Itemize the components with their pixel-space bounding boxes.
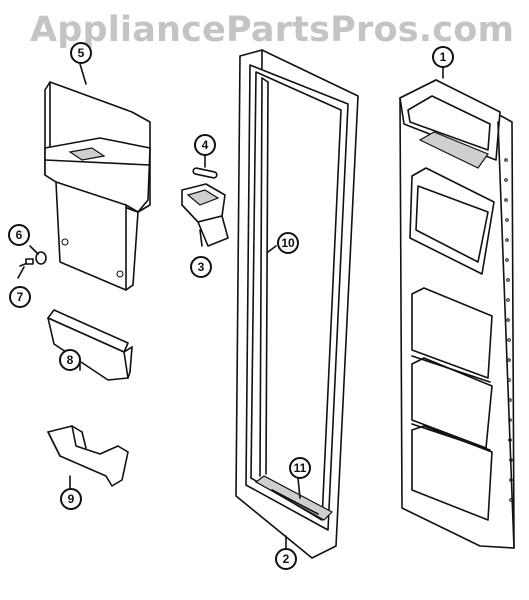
callout-11[interactable]: 11 [289, 457, 311, 479]
watermark: AppliancePartsPros.com [30, 10, 515, 50]
dispenser-cover-part [44, 63, 151, 291]
screw-part [17, 245, 47, 279]
callout-8[interactable]: 8 [59, 349, 81, 371]
callout-9[interactable]: 9 [60, 488, 82, 510]
callout-2[interactable]: 2 [275, 548, 297, 570]
door-liner-part [399, 65, 515, 549]
callout-7[interactable]: 7 [9, 286, 31, 308]
handle-part [47, 425, 129, 489]
callout-4[interactable]: 4 [194, 134, 216, 156]
callout-10[interactable]: 10 [277, 232, 299, 254]
callout-1[interactable]: 1 [432, 46, 454, 68]
spacer-part [192, 155, 218, 179]
chute-part [181, 183, 229, 247]
door-assembly-part [235, 49, 359, 559]
callout-3[interactable]: 3 [190, 256, 212, 278]
callout-6[interactable]: 6 [8, 224, 30, 246]
callout-5[interactable]: 5 [70, 42, 92, 64]
door-gasket-part [254, 245, 333, 549]
bin-part [47, 309, 133, 381]
liner-edge-dots [504, 158, 513, 502]
